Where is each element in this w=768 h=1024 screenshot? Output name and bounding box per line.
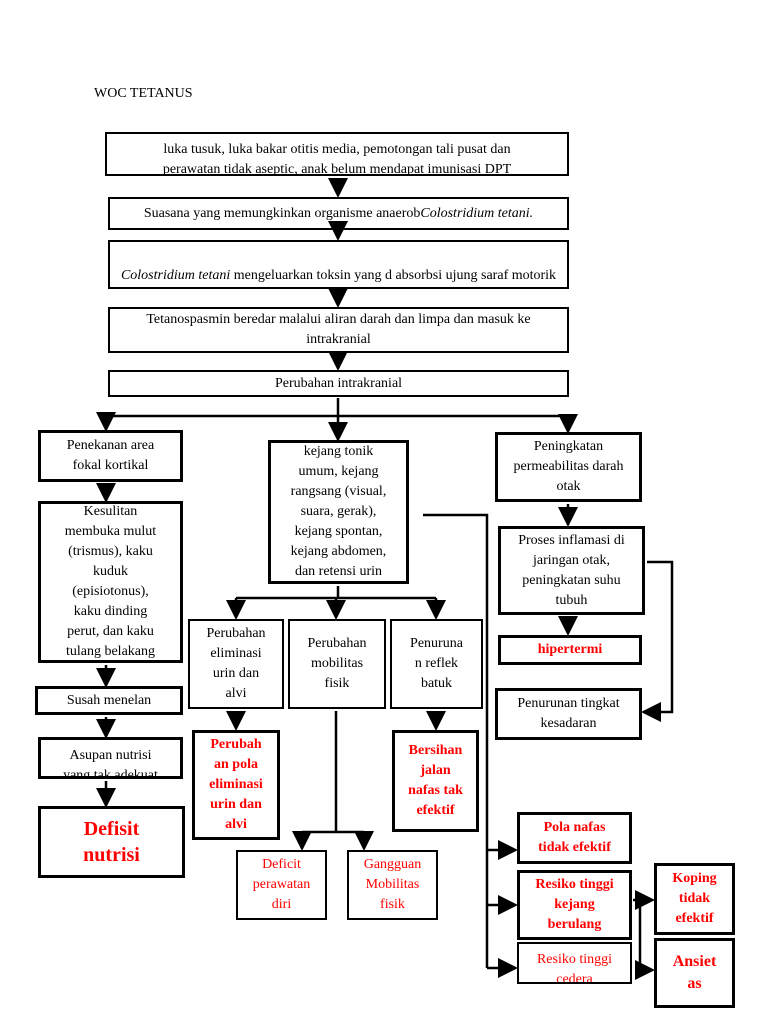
consciousness-decrease-box: Penurunan tingkat kesadaran bbox=[495, 688, 642, 740]
diagnosis-airway-clearance: Bersihan jalan nafas tak efektif bbox=[392, 730, 479, 832]
anaerobic-organism-name: Colostridium tetani. bbox=[420, 205, 534, 221]
diagnosis-injury-risk: Resiko tinggi cedera bbox=[517, 942, 632, 984]
toxin-organism-name: Colostridium tetani bbox=[120, 268, 231, 283]
toxin-text: mengeluarkan toksin yang d absorbsi ujun… bbox=[233, 268, 557, 283]
mobility-change-box: Perubahan mobilitas fisik bbox=[288, 619, 386, 709]
tetanospasmin-box: Tetanospasmin beredar malalui aliran dar… bbox=[108, 307, 569, 353]
arrow bbox=[635, 900, 655, 980]
elimination-change-box: Perubahan eliminasi urin dan alvi bbox=[188, 619, 284, 709]
diagnosis-self-care-deficit: Deficit perawatan diri bbox=[236, 850, 327, 920]
page-title: WOC TETANUS bbox=[94, 86, 193, 101]
intracranial-change-box: Perubahan intrakranial bbox=[108, 370, 569, 397]
diagnosis-impaired-mobility: Gangguan Mobilitas fisik bbox=[347, 850, 438, 920]
diagnosis-anxiety: Ansiet as bbox=[654, 938, 735, 1008]
toxin-box: Colostridium tetani mengeluarkan toksin … bbox=[108, 240, 569, 289]
arrow bbox=[641, 560, 674, 722]
diagnosis-ineffective-coping: Koping tidak efektif bbox=[654, 863, 735, 935]
anaerobic-condition-text: Suasana yang memungkinkan organisme anae… bbox=[143, 205, 421, 221]
diagnosis-ineffective-breathing: Pola nafas tidak efektif bbox=[517, 812, 632, 864]
cough-reflex-box: Penuruna n reflek batuk bbox=[390, 619, 483, 709]
seizure-box: kejang tonik umum, kejang rangsang (visu… bbox=[268, 440, 409, 584]
brain-permeability-box: Peningkatan permeabilitas darah otak bbox=[495, 432, 642, 502]
diagnosis-hyperthermia: hipertermi bbox=[498, 635, 642, 665]
diagnosis-elimination-change: Perubah an pola eliminasi urin dan alvi bbox=[192, 730, 280, 840]
swallowing-difficulty-box: Susah menelan bbox=[35, 686, 183, 715]
cause-box: luka tusuk, luka bakar otitis media, pem… bbox=[105, 132, 569, 176]
brain-inflammation-box: Proses inflamasi di jaringan otak, penin… bbox=[498, 526, 645, 615]
muscle-stiffness-box: Kesulitan membuka mulut (trismus), kaku … bbox=[38, 501, 183, 663]
focal-cortical-box: Penekanan area fokal kortikal bbox=[38, 430, 183, 482]
diagnosis-recurrent-seizure-risk: Resiko tinggi kejang berulang bbox=[517, 870, 632, 940]
diagnosis-nutrition-deficit: Defisit nutrisi bbox=[38, 806, 185, 878]
connector bbox=[423, 513, 489, 968]
